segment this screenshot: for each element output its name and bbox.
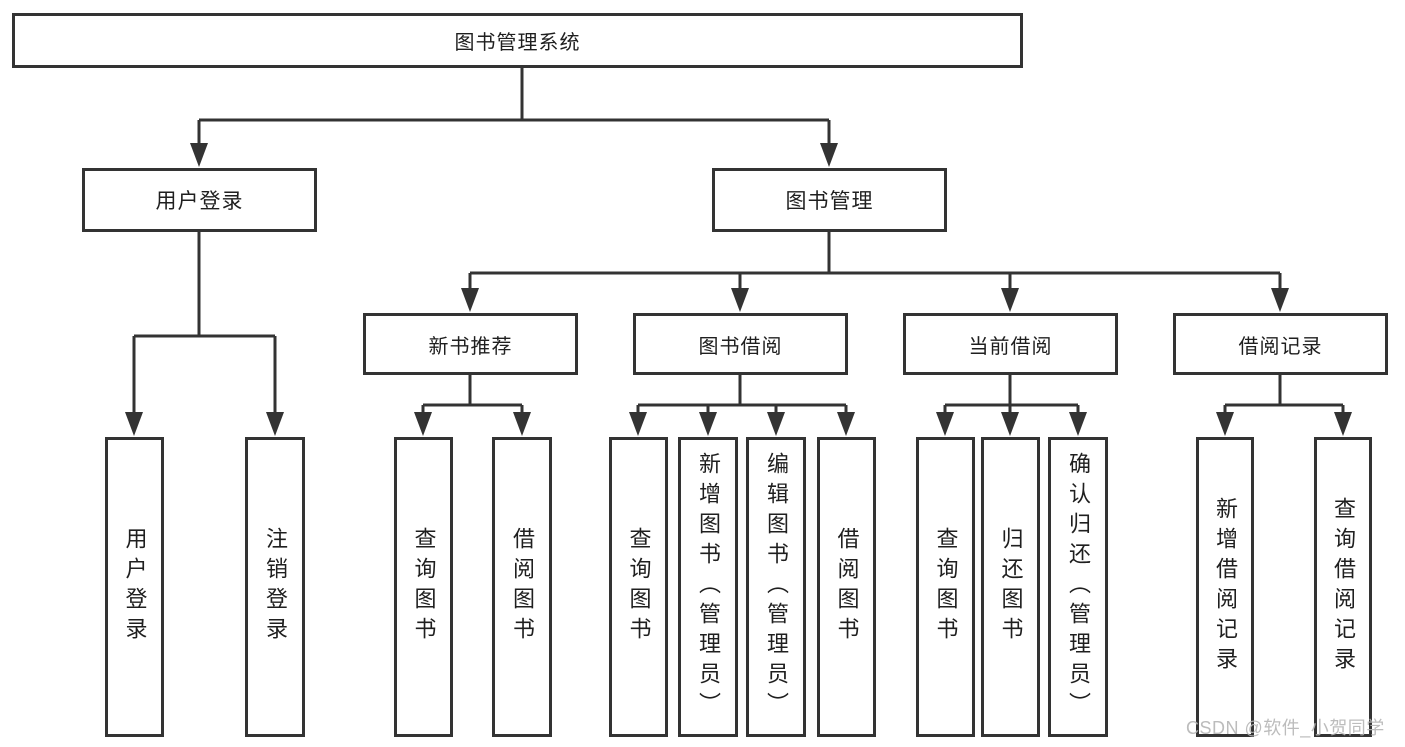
arrow-icon [1001,412,1019,436]
node-label: 归还图书 [998,527,1024,647]
node-label: 新书推荐 [428,335,513,358]
arrow-icon [1069,412,1087,436]
node-user-login: 用户登录 [82,168,317,232]
leaf-user-login: 用户登录 [105,437,164,737]
node-label: 注销登录 [263,527,288,647]
node-book-management-system: 图书管理系统 [12,13,1023,68]
node-label: 确认归还（管理员） [1066,452,1091,722]
arrow-icon [837,412,855,436]
connector-borrowing-records-split [1223,375,1345,414]
node-label: 当前借阅 [968,335,1053,358]
node-borrowing-records: 借阅记录 [1173,313,1388,375]
node-label: 借阅记录 [1238,335,1323,358]
node-new-book-recommend: 新书推荐 [363,313,578,375]
arrow-icon [414,412,432,436]
node-label: 借阅图书 [834,527,860,647]
arrow-icon [699,412,717,436]
node-label: 借阅图书 [510,527,535,647]
connector-user-login-split [132,232,277,414]
connector-root-split [197,68,831,146]
node-label: 用户登录 [155,190,244,213]
arrow-icon [629,412,647,436]
arrow-icon [1001,288,1019,312]
node-label: 图书管理 [785,190,874,213]
leaf-add-books-admin: 新增图书（管理员） [678,437,738,737]
leaf-borrow-books-2: 借阅图书 [817,437,876,737]
arrow-icon [1334,412,1352,436]
arrow-icon [190,143,208,167]
node-label: 查询图书 [411,527,437,647]
leaf-query-books-1: 查询图书 [394,437,453,737]
leaf-borrow-books-1: 借阅图书 [492,437,552,737]
node-label: 编辑图书（管理员） [764,452,789,722]
arrow-icon [125,412,143,436]
arrow-icon [1216,412,1234,436]
arrow-icon [936,412,954,436]
leaf-query-books-2: 查询图书 [609,437,668,737]
leaf-edit-books-admin: 编辑图书（管理员） [746,437,806,737]
leaf-query-books-3: 查询图书 [916,437,975,737]
node-book-management: 图书管理 [712,168,947,232]
connector-book-borrowing-split [636,375,848,414]
leaf-return-books: 归还图书 [981,437,1040,737]
connector-current-borrowing-split [943,375,1080,414]
leaf-logout: 注销登录 [245,437,305,737]
arrow-icon [513,412,531,436]
arrow-icon [767,412,785,436]
arrow-icon [1271,288,1289,312]
node-book-borrowing: 图书借阅 [633,313,848,375]
watermark: CSDN @软件_小贺同学 [1186,718,1385,738]
node-label: 新增图书（管理员） [696,452,721,722]
leaf-confirm-return-admin: 确认归还（管理员） [1048,437,1108,737]
connector-new-book-split [421,375,524,414]
node-label: 查询图书 [933,527,959,647]
node-label: 新增借阅记录 [1213,497,1238,677]
arrow-icon [820,143,838,167]
node-label: 用户登录 [122,527,148,647]
arrow-icon [731,288,749,312]
node-current-borrowing: 当前借阅 [903,313,1118,375]
leaf-add-borrow-record: 新增借阅记录 [1196,437,1254,737]
arrow-icon [461,288,479,312]
arrow-icon [266,412,284,436]
node-label: 图书管理系统 [454,32,581,54]
node-label: 查询图书 [626,527,652,647]
node-label: 查询借阅记录 [1331,497,1356,677]
leaf-query-borrow-record: 查询借阅记录 [1314,437,1372,737]
node-label: 图书借阅 [698,335,783,358]
connector-book-management-split [468,232,1282,292]
